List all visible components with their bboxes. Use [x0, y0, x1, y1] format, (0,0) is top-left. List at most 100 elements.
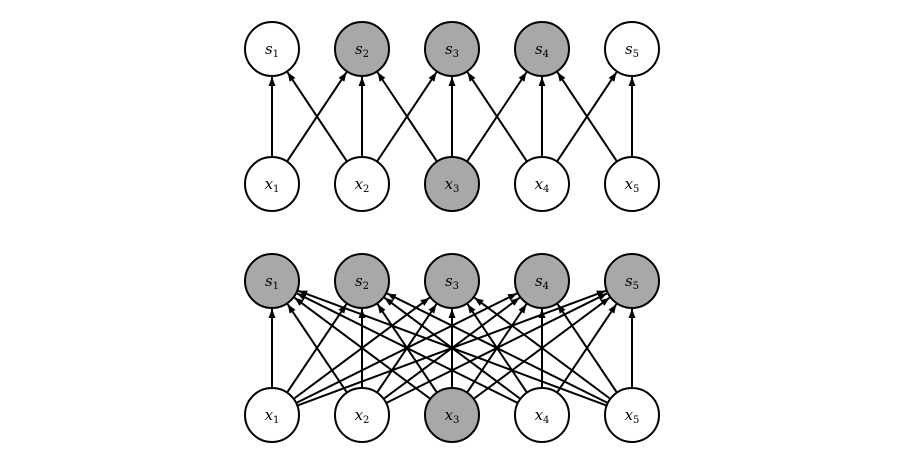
node-index: 3 — [453, 415, 459, 426]
edge-x2-to-s1 — [286, 71, 348, 163]
node-circle — [514, 253, 570, 309]
edge-x5-to-s2 — [386, 292, 609, 404]
node-letter: s — [535, 40, 543, 58]
node-letter: s — [535, 272, 543, 290]
output-node-s5: s5 — [604, 253, 660, 309]
node-label: x2 — [355, 406, 370, 426]
edge-x3-to-s1 — [293, 296, 431, 400]
input-node-x2: x2 — [334, 387, 390, 443]
edge-x5-to-s4 — [556, 303, 618, 394]
node-circle — [514, 387, 570, 443]
node-letter: s — [445, 40, 453, 58]
output-node-s5: s5 — [604, 21, 660, 77]
node-circle — [424, 156, 480, 212]
node-letter: x — [265, 406, 274, 424]
node-letter: s — [445, 272, 453, 290]
node-label: s3 — [445, 40, 459, 60]
node-label: x5 — [625, 406, 640, 426]
input-node-x3: x3 — [424, 156, 480, 212]
node-circle — [244, 21, 300, 77]
node-label: s4 — [535, 40, 549, 60]
edge-group — [268, 289, 636, 407]
node-index: 4 — [543, 49, 549, 60]
node-letter: x — [535, 175, 544, 193]
node-circle — [334, 156, 390, 212]
node-label: s1 — [265, 272, 279, 292]
output-node-s2: s2 — [334, 21, 390, 77]
node-label: s5 — [625, 272, 639, 292]
edge-x2-to-s1 — [286, 303, 348, 394]
node-circle — [514, 156, 570, 212]
node-letter: x — [535, 406, 544, 424]
node-index: 2 — [363, 281, 369, 292]
output-node-s2: s2 — [334, 253, 390, 309]
input-node-x4: x4 — [514, 156, 570, 212]
node-index: 3 — [453, 184, 459, 195]
output-node-s1: s1 — [244, 253, 300, 309]
node-label: x1 — [265, 175, 280, 195]
node-label: s5 — [625, 40, 639, 60]
node-circle — [604, 253, 660, 309]
output-node-s4: s4 — [514, 21, 570, 77]
node-index: 3 — [453, 49, 459, 60]
node-circle — [244, 387, 300, 443]
node-circle — [604, 21, 660, 77]
node-label: x2 — [355, 175, 370, 195]
node-index: 2 — [363, 415, 369, 426]
node-letter: s — [355, 272, 363, 290]
input-node-x3: x3 — [424, 387, 480, 443]
node-letter: s — [625, 40, 633, 58]
node-letter: x — [445, 175, 454, 193]
node-index: 4 — [543, 184, 549, 195]
node-label: s2 — [355, 40, 369, 60]
node-letter: s — [265, 40, 273, 58]
node-index: 5 — [633, 49, 639, 60]
node-circle — [244, 156, 300, 212]
input-node-x2: x2 — [334, 156, 390, 212]
node-label: x5 — [625, 175, 640, 195]
node-label: x4 — [535, 175, 550, 195]
edge-x5-to-s1 — [297, 289, 608, 407]
node-label: x4 — [535, 406, 550, 426]
node-index: 1 — [273, 184, 279, 195]
input-node-x1: x1 — [244, 387, 300, 443]
node-index: 2 — [363, 49, 369, 60]
node-index: 1 — [273, 415, 279, 426]
node-index: 5 — [633, 415, 639, 426]
node-index: 5 — [633, 281, 639, 292]
node-label: s1 — [265, 40, 279, 60]
node-index: 1 — [273, 281, 279, 292]
node-circle — [424, 253, 480, 309]
node-label: x1 — [265, 406, 280, 426]
node-letter: x — [445, 406, 454, 424]
input-node-x5: x5 — [604, 156, 660, 212]
node-label: x3 — [445, 406, 460, 426]
node-label: x3 — [445, 175, 460, 195]
node-index: 3 — [453, 281, 459, 292]
output-node-s1: s1 — [244, 21, 300, 77]
node-letter: x — [625, 175, 634, 193]
node-circle — [604, 387, 660, 443]
node-index: 1 — [273, 49, 279, 60]
input-node-x4: x4 — [514, 387, 570, 443]
node-label: s4 — [535, 272, 549, 292]
edge-x5-to-s4 — [556, 71, 618, 163]
input-node-x1: x1 — [244, 156, 300, 212]
output-node-s3: s3 — [424, 253, 480, 309]
node-letter: s — [625, 272, 633, 290]
node-circle — [244, 253, 300, 309]
edge-x5-to-s3 — [473, 296, 611, 400]
edge-x3-to-s2 — [376, 71, 438, 163]
node-index: 5 — [633, 184, 639, 195]
edge-x4-to-s1 — [296, 292, 519, 404]
input-node-x5: x5 — [604, 387, 660, 443]
node-circle — [424, 387, 480, 443]
node-letter: s — [355, 40, 363, 58]
output-node-s4: s4 — [514, 253, 570, 309]
node-circle — [334, 253, 390, 309]
node-letter: x — [355, 175, 364, 193]
